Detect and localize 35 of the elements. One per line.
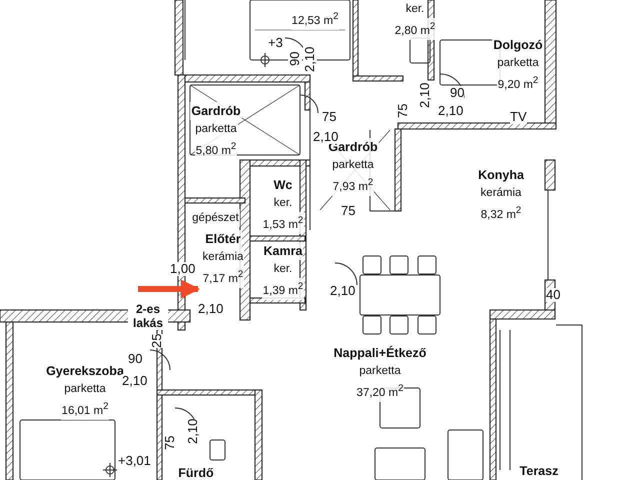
room-text: gépészet [191, 209, 240, 227]
room-area: 7,17 m$^{2}$ [202, 266, 244, 288]
dimension-text: 25 [150, 334, 164, 348]
room-name: Nappali+Étkező [332, 344, 428, 362]
dimension-text: 2,10 [122, 374, 148, 388]
dimension-text: 75 [322, 110, 336, 124]
dimension-text: 75 [163, 436, 177, 450]
dimension-text: 1,00 [170, 262, 196, 276]
room-text: parketta [496, 54, 540, 72]
tv-label: TV [510, 110, 527, 124]
room-area: 7,93 m$^{2}$ [332, 174, 374, 196]
room-name: Előtér [204, 230, 242, 248]
dimension-text: 90 [288, 52, 302, 66]
room-area: 1,39 m$^{2}$ [262, 278, 304, 300]
level-mark: +3,01 [118, 454, 151, 468]
apartment-label: 2-es lakás [128, 302, 168, 330]
room-text: parketta [331, 156, 375, 174]
room-name: Gardrób [190, 102, 242, 120]
dimension-text: 2,10 [198, 302, 224, 316]
dimension-text: 75 [341, 204, 356, 218]
dimension-text: 2,10 [418, 82, 432, 108]
dimension-text: 2,10 [438, 104, 464, 118]
dimension-text: 75 [396, 104, 410, 118]
dimension-text: 2,10 [330, 284, 356, 298]
dimension-text: 40 [546, 288, 560, 302]
dimension-text: 90 [128, 352, 142, 366]
dimension-text: 2,10 [186, 418, 200, 444]
dimension-text: 2,10 [303, 46, 317, 72]
level-mark: +3 [268, 36, 283, 50]
room-area: 1,53 m$^{2}$ [262, 212, 304, 234]
dimension-text: 90 [450, 86, 464, 100]
room-text: kerámia [202, 248, 244, 266]
entrance-arrow [138, 279, 200, 299]
room-name: Kamra [262, 242, 304, 260]
room-area: 2,80 m$^{2}$ [394, 18, 436, 40]
